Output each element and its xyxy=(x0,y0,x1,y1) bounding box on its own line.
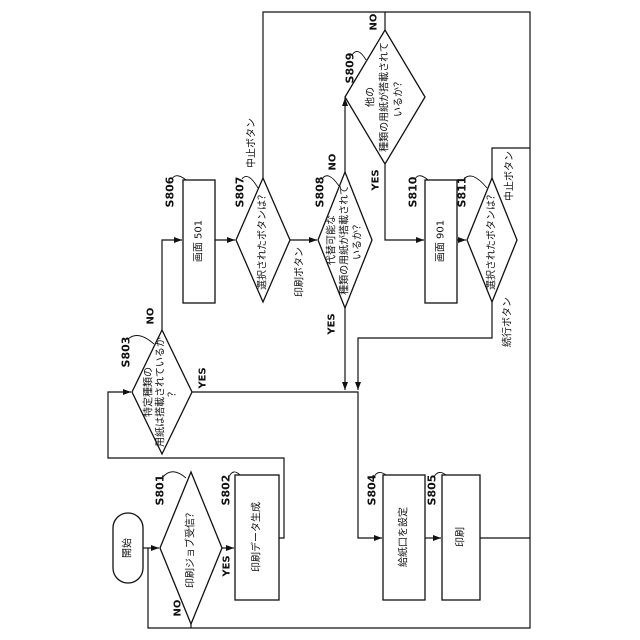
step-s804-id: S804 xyxy=(366,474,379,505)
branch-s809-yes: YES xyxy=(371,169,382,191)
step-s805-text: 印刷 xyxy=(455,527,467,547)
branch-s803-no: NO xyxy=(146,308,157,325)
step-s803-text-line3: ？ xyxy=(168,387,179,397)
step-s811-text: 選択されたボタンは？ xyxy=(485,190,498,290)
branch-s801-no: NO xyxy=(173,600,184,617)
branch-s803-yes: YES xyxy=(198,367,209,389)
step-s801-id: S801 xyxy=(154,475,167,506)
step-s807-id: S807 xyxy=(234,177,247,208)
step-s803-text-line1: 特定種類の xyxy=(142,367,155,417)
connector-s811-continue xyxy=(358,302,492,390)
branch-s801-yes: YES xyxy=(222,555,233,577)
branch-s807-print: 印刷ボタン xyxy=(294,247,306,297)
step-s801-text: 印刷ジョブ受信？ xyxy=(184,508,197,588)
branch-s811-cancel: 中止ボタン xyxy=(503,151,516,201)
step-s803-id: S803 xyxy=(120,337,133,368)
step-s808-id: S808 xyxy=(314,177,327,208)
step-s807-text: 選択されたボタンは？ xyxy=(256,190,269,290)
step-s811-id: S811 xyxy=(456,177,469,208)
step-s809-text-line3: いるか？ xyxy=(393,77,405,117)
step-s808-text-line2: 種類の用紙が搭載されて xyxy=(338,185,351,295)
step-s810-text: 画面 901 xyxy=(436,220,447,262)
branch-s808-no: NO xyxy=(328,154,339,171)
step-s810-id: S810 xyxy=(407,176,420,207)
branch-s808-yes: YES xyxy=(327,313,338,335)
start-label: 開始 xyxy=(121,538,134,558)
step-s804-text: 給紙口を設定 xyxy=(397,507,410,567)
step-s805-id: S805 xyxy=(426,475,439,506)
step-s808-text-line3: いるか？ xyxy=(352,220,364,260)
step-s806-id: S806 xyxy=(164,176,177,207)
step-s808-text-line1: 代替可能な xyxy=(325,215,338,265)
connector-s803-no-to-s806 xyxy=(162,240,182,330)
step-s809-text-line1: 他の xyxy=(364,87,377,107)
step-s809-text-line2: 種類の用紙が搭載されて xyxy=(378,42,391,152)
step-s806-text: 画面 501 xyxy=(194,220,205,262)
branch-s809-no: NO xyxy=(369,14,380,31)
step-s802-text: 印刷データ生成 xyxy=(250,502,263,572)
branch-s807-cancel: 中止ボタン xyxy=(245,118,258,168)
branch-s811-continue: 続行ボタン xyxy=(501,297,514,347)
step-s802-id: S802 xyxy=(220,475,233,506)
step-s809-id: S809 xyxy=(344,53,357,84)
step-s803-text-line2: 用紙は搭載されているか xyxy=(154,337,167,447)
connector-s803-yes-to-s804 xyxy=(192,392,382,538)
